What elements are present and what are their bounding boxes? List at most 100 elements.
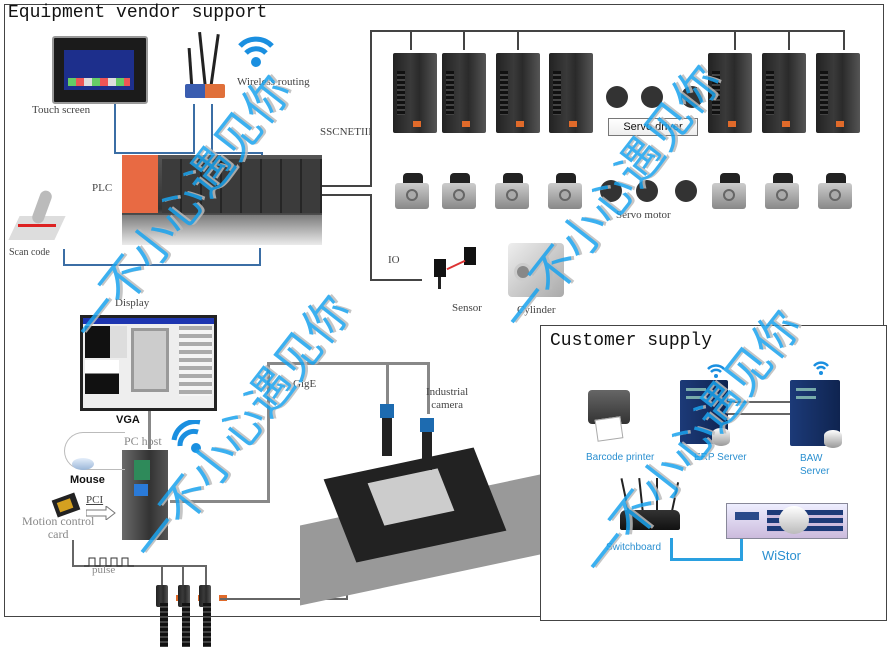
ellipsis-dot-icon (675, 180, 697, 202)
pulse-label: pulse (92, 564, 116, 576)
sscnet-bus-top (370, 30, 845, 32)
bus-drop-1 (410, 30, 412, 50)
pci-arrow-icon (85, 504, 116, 524)
pulse-waveform-icon (84, 552, 134, 571)
wifi-icon (706, 362, 726, 378)
display-label: Display (115, 297, 150, 309)
wireless-router-device (183, 30, 227, 100)
erp-to-baw-link (728, 401, 792, 403)
io-bus-v (370, 194, 372, 280)
scanner-cable-left (63, 249, 65, 265)
servo-motor-3 (495, 173, 529, 209)
ellipsis-dot-icon (636, 180, 658, 202)
pci-label: PCI (86, 494, 104, 506)
barcode-printer-label: Barcode printer (586, 452, 655, 463)
sscnet-label: SSCNETIII (320, 126, 372, 138)
camera-drop-2 (427, 362, 430, 414)
mouse-label: Mouse (70, 474, 105, 486)
plc-device (122, 155, 322, 245)
router-cable-1 (193, 104, 195, 154)
scanner-to-plc-link (63, 264, 261, 266)
motion-control-label: Motion control card (22, 515, 94, 541)
barcode-scanner-device (8, 188, 66, 244)
erp-database-icon (712, 428, 730, 446)
gige-label: GigE (293, 378, 317, 390)
industrial-camera-label: Industrial camera (426, 386, 468, 412)
servo-driver-label-box: Servo driver (608, 118, 698, 136)
display-monitor (80, 315, 217, 411)
pulse-drop-3 (205, 565, 207, 585)
sscnet-link-h (322, 185, 372, 187)
touch-screen-display (64, 50, 134, 90)
servo-driver-6 (762, 53, 806, 133)
sscnet-bus-v (370, 30, 372, 187)
motion-control-label-line1: Motion control (22, 514, 95, 528)
industrial-camera-label-line2: camera (431, 399, 463, 411)
servo-motor-label: Servo motor (616, 209, 671, 221)
switchboard-router-device (604, 477, 694, 538)
mouse-cable (64, 432, 125, 470)
servo-driver-label: Servo driver (623, 121, 683, 133)
sensor-device (434, 245, 484, 290)
bus-drop-3 (517, 30, 519, 50)
io-label: IO (388, 254, 400, 266)
pulse-drop-2 (182, 565, 184, 585)
servo-driver-5 (708, 53, 752, 133)
wifi-icon (170, 419, 214, 460)
scan-code-label: Scan code (9, 247, 50, 258)
cylinder-label: Cylinder (517, 304, 556, 316)
switch-to-wistor-h (670, 558, 742, 561)
baw-server-label-line1: BAW (800, 453, 823, 464)
wireless-routing-label: Wireless routing (237, 76, 310, 88)
pulse-line-h (72, 565, 207, 567)
baw-server-label-line2: Server (800, 466, 830, 477)
switchboard-label: Switchboard (606, 542, 662, 553)
servo-motor-5 (712, 173, 746, 209)
gige-bus-top (267, 362, 430, 365)
servo-driver-1 (393, 53, 437, 133)
erp-to-baw-link-2 (728, 413, 792, 415)
servo-driver-2 (442, 53, 486, 133)
industrial-camera-1 (380, 404, 394, 456)
barcode-printer-device (588, 390, 630, 442)
wifi-icon (236, 30, 276, 70)
bus-drop-6 (788, 30, 790, 50)
servo-motor-4 (548, 173, 582, 209)
stepper-driver-2 (178, 585, 206, 647)
sensor-label: Sensor (452, 302, 482, 314)
router-to-plc-link (211, 152, 263, 154)
servo-motor-2 (442, 173, 476, 209)
touch-screen-cable (114, 104, 116, 154)
ellipsis-dot-icon (681, 86, 703, 108)
bus-drop-7 (843, 30, 845, 50)
bus-drop-5 (734, 30, 736, 50)
switch-to-wistor-v2 (740, 538, 743, 561)
baw-server-label: BAW Server (800, 452, 829, 478)
gige-link-pc (170, 500, 270, 503)
cylinder-device (508, 243, 564, 297)
pulse-drop-1 (161, 565, 163, 585)
io-link-h (322, 194, 372, 196)
stepper-to-platform-h (220, 598, 348, 600)
motion-control-label-line2: card (47, 527, 69, 541)
gige-link-v (267, 362, 270, 503)
diagram-frame (4, 4, 884, 617)
ellipsis-dot-icon (606, 86, 628, 108)
ellipsis-dot-icon (600, 180, 622, 202)
plc-label: PLC (92, 182, 113, 194)
servo-motor-1 (395, 173, 429, 209)
customer-section-title: Customer supply (550, 331, 713, 351)
vga-label: VGA (116, 414, 140, 426)
industrial-camera-2 (420, 418, 434, 470)
ellipsis-dot-icon (641, 86, 663, 108)
erp-server-label: ERP Server (694, 452, 747, 463)
mouse-device (72, 458, 94, 470)
io-bus-bottom (370, 279, 422, 281)
servo-motor-6 (765, 173, 799, 209)
bus-drop-2 (463, 30, 465, 50)
router-cable-2 (211, 104, 213, 154)
servo-driver-7 (816, 53, 860, 133)
switch-to-wistor-v1 (670, 538, 673, 560)
servo-driver-3 (496, 53, 540, 133)
servo-motor-7 (818, 173, 852, 209)
